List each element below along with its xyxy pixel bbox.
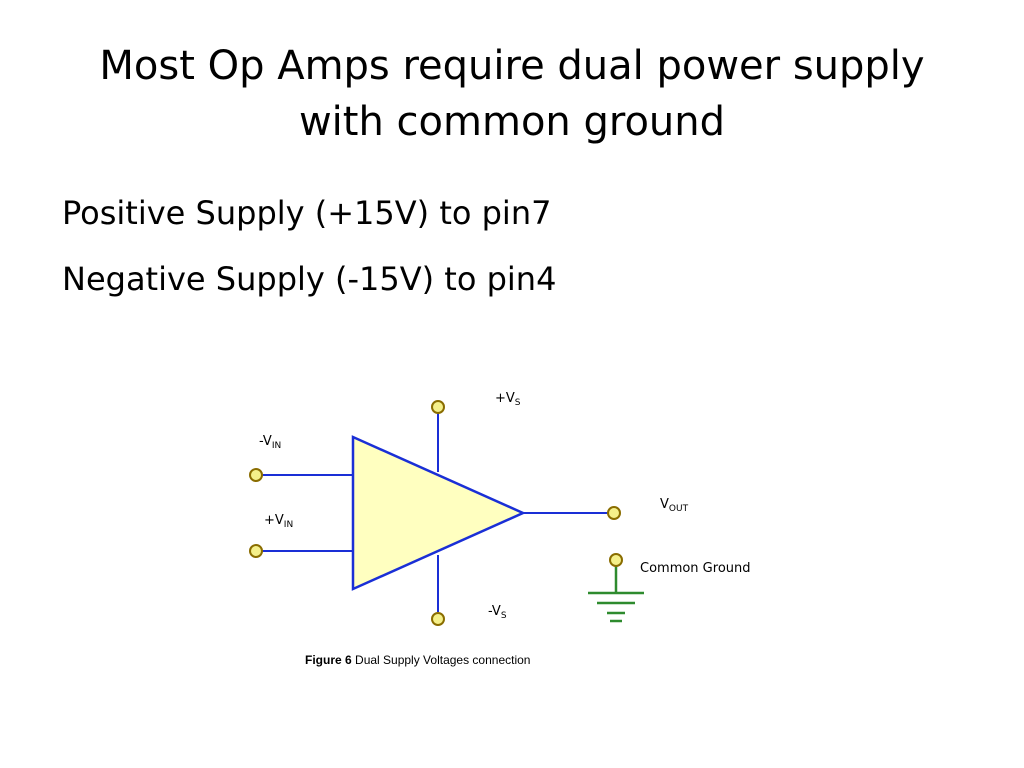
figure-caption-text: Dual Supply Voltages connection bbox=[351, 653, 531, 667]
terminal-plus-vs bbox=[431, 400, 445, 414]
slide-title: Most Op Amps require dual power supply w… bbox=[40, 38, 984, 150]
terminal-plus-vin bbox=[249, 544, 263, 558]
label-common-ground: Common Ground bbox=[640, 561, 751, 576]
terminals bbox=[249, 400, 623, 626]
figure-caption-label: Figure 6 bbox=[305, 653, 352, 667]
label-plus-vin: +VIN bbox=[264, 513, 293, 530]
wires bbox=[262, 413, 608, 612]
ground-symbol bbox=[588, 566, 644, 623]
bullet-negative-supply: Negative Supply (-15V) to pin4 bbox=[62, 260, 557, 298]
label-minus-vin: -VIN bbox=[259, 434, 281, 451]
op-amp-triangle bbox=[351, 435, 527, 591]
figure-caption: Figure 6 Dual Supply Voltages connection bbox=[305, 653, 530, 667]
title-line-1: Most Op Amps require dual power supply bbox=[99, 43, 925, 89]
bullet-positive-supply: Positive Supply (+15V) to pin7 bbox=[62, 194, 552, 232]
label-plus-vs: +VS bbox=[495, 391, 521, 408]
terminal-minus-vin bbox=[249, 468, 263, 482]
label-minus-vs: -VS bbox=[488, 604, 507, 621]
terminal-vout bbox=[607, 506, 621, 520]
terminal-common-ground bbox=[609, 553, 623, 567]
title-line-2: with common ground bbox=[298, 99, 726, 145]
label-vout: VOUT bbox=[660, 497, 689, 514]
terminal-minus-vs bbox=[431, 612, 445, 626]
